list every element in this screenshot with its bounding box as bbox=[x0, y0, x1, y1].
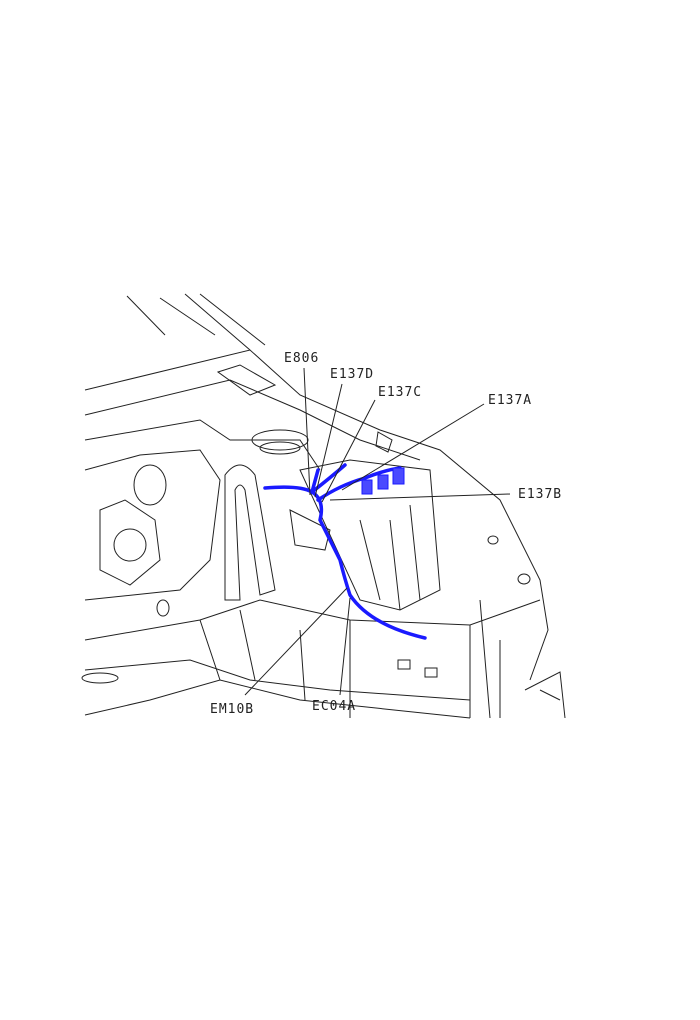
vehicle-body-outline bbox=[81, 293, 566, 719]
wiring-harness bbox=[263, 463, 427, 640]
connector-labels: E806 E137D E137C E137A E137B EM10B EC04A bbox=[210, 351, 562, 717]
connector-e137b bbox=[361, 479, 373, 495]
label-e137c: E137C bbox=[378, 385, 422, 400]
connector-e137a bbox=[377, 474, 389, 490]
connector-block bbox=[392, 467, 405, 485]
label-e806: E806 bbox=[284, 351, 319, 366]
label-e137b: E137B bbox=[518, 487, 562, 502]
label-em10b: EM10B bbox=[210, 702, 254, 717]
label-ec04a: EC04A bbox=[312, 699, 356, 714]
label-e137a: E137A bbox=[488, 393, 532, 408]
leader-lines bbox=[244, 367, 511, 696]
label-e137d: E137D bbox=[330, 367, 374, 382]
